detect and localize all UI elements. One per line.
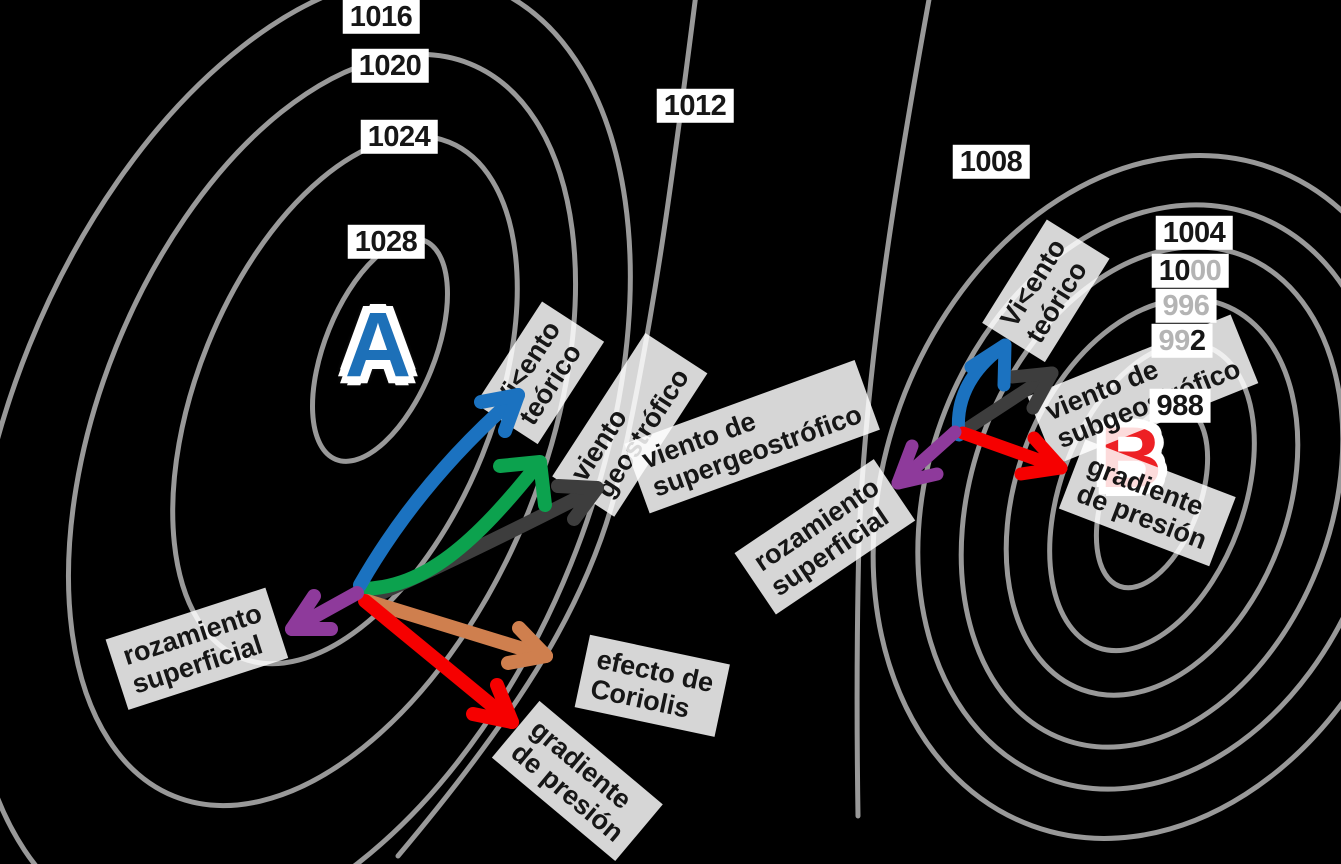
isobar-label-1016: 1016	[342, 0, 420, 35]
isobar-label-1008: 1008	[952, 144, 1030, 180]
arrow-pressure-gradient-a	[358, 594, 519, 729]
arrow-theoretical-wind-a	[353, 388, 525, 592]
isobar-label-1024: 1024	[360, 119, 438, 155]
arrow-coriolis-effect-a	[360, 594, 553, 670]
isobar-label-992: 992	[1151, 323, 1213, 359]
isobar-1020-contour	[65, 51, 579, 809]
isobar-label-1004: 1004	[1155, 215, 1233, 251]
isobar-outer-contour	[870, 153, 1341, 841]
arrow-surface-friction-b	[891, 425, 962, 490]
arrow-geostrophic-wind-a	[355, 455, 552, 596]
arrow-pressure-gradient-b	[956, 426, 1068, 481]
isobar-1004-contour	[915, 202, 1341, 792]
isobar-label-988: 988	[1149, 388, 1211, 424]
arrow-surface-friction-a	[285, 586, 364, 636]
isobar-1016-contour	[0, 0, 633, 864]
isobar-label-996: 996	[1155, 288, 1217, 324]
arrow-subgeostrophic-wind-b	[955, 366, 1059, 439]
arrow-theoretical-wind-b	[951, 338, 1012, 442]
isobar-label-1000: 1000	[1151, 253, 1229, 289]
isobar-label-1020: 1020	[351, 48, 429, 84]
isobar-label-1012: 1012	[656, 88, 734, 124]
isobar-label-1028: 1028	[347, 224, 425, 260]
high-pressure-letter: A	[344, 294, 412, 396]
